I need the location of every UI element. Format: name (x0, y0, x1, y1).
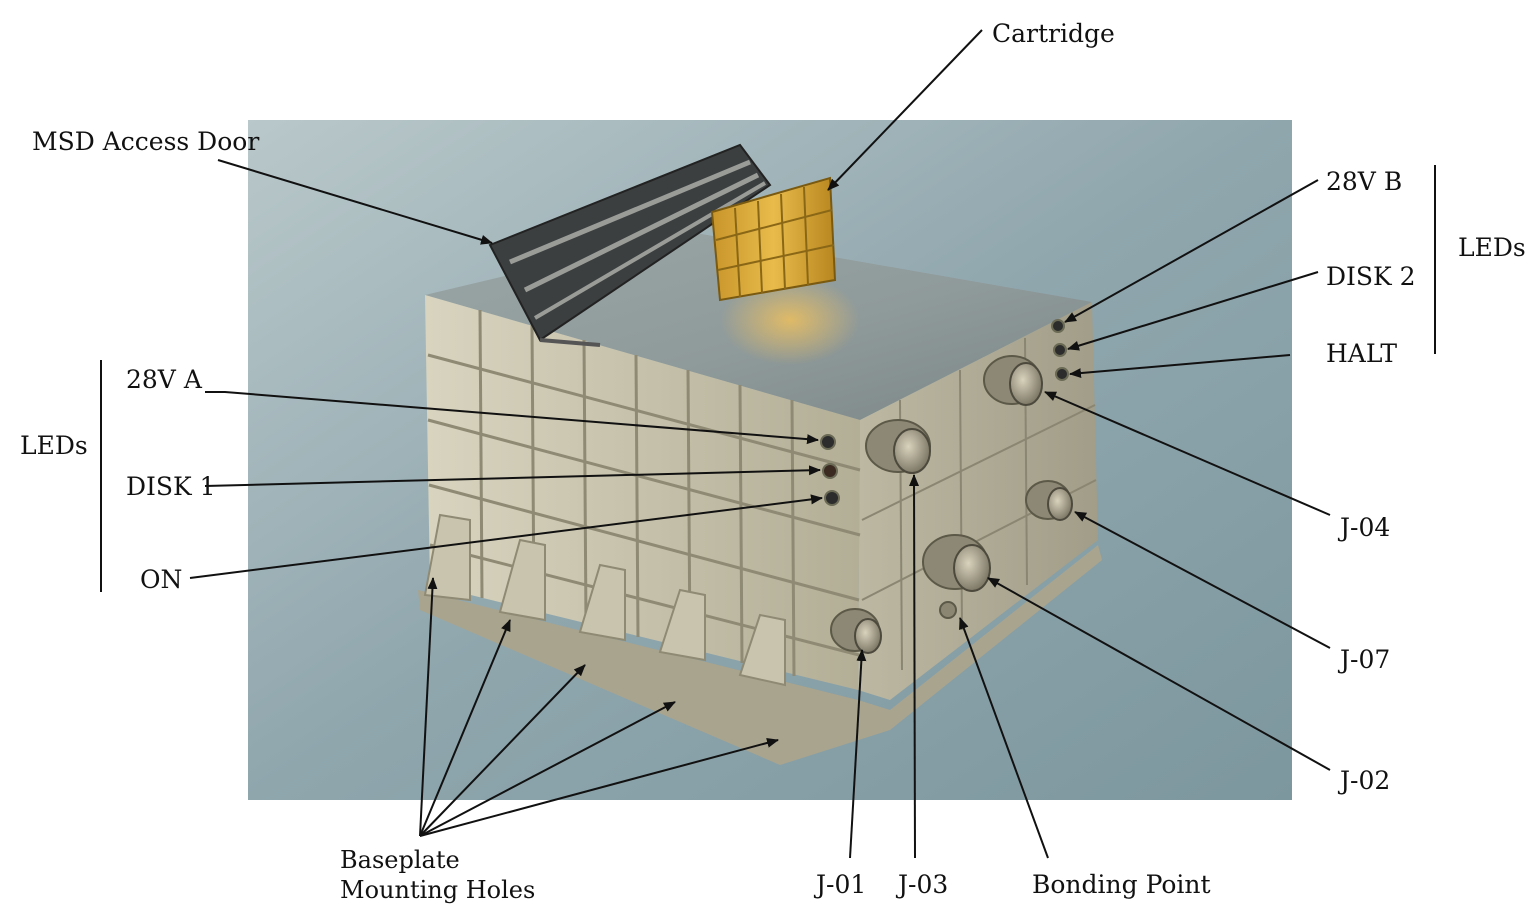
led-28v-b-shape (1051, 319, 1065, 333)
label-leds-left: LEDs (20, 431, 88, 460)
label-bonding-point: Bonding Point (1032, 870, 1211, 899)
label-j01: J-01 (813, 870, 866, 899)
led-disk-1-shape (822, 463, 838, 479)
baseplate-flange (418, 545, 1102, 765)
msd-housing (418, 143, 1102, 765)
label-j04: J-04 (1337, 513, 1390, 542)
connector-j07-shape (1025, 480, 1073, 521)
leds-left-cluster (820, 434, 840, 506)
label-j03: J-03 (895, 870, 948, 899)
led-28v-a-shape (820, 434, 836, 450)
label-msd-access-door: MSD Access Door (32, 127, 259, 156)
msd-access-door-shape (488, 143, 772, 347)
label-led-on: ON (140, 565, 182, 594)
label-baseplate-line2: Mounting Holes (340, 876, 535, 904)
label-j02: J-02 (1337, 766, 1390, 795)
base-gussets (423, 513, 786, 687)
label-led-disk-2: DISK 2 (1326, 262, 1416, 291)
leader-lines (189, 29, 1331, 859)
connector-j04-shape (983, 355, 1043, 406)
connector-j03-shape (865, 419, 931, 474)
label-j07: J-07 (1337, 645, 1390, 674)
led-disk-2-shape (1053, 343, 1067, 357)
label-led-halt: HALT (1326, 339, 1397, 368)
label-cartridge: Cartridge (992, 19, 1115, 48)
led-halt-shape (1055, 367, 1069, 381)
label-led-28v-b: 28V B (1326, 167, 1402, 196)
connector-j01-shape (830, 608, 882, 654)
housing-right-face (858, 302, 1098, 700)
label-led-28v-a: 28V A (126, 365, 203, 394)
cartridge-glow (720, 275, 860, 365)
left-face-ribs (427, 309, 861, 677)
label-baseplate-line1: Baseplate (340, 846, 460, 874)
connector-j02-shape (922, 534, 991, 592)
led-on-shape (824, 490, 840, 506)
bonding-point-shape (939, 601, 957, 619)
cartridge-shape (710, 176, 837, 302)
label-leds-right: LEDs (1458, 233, 1526, 262)
label-led-disk-1: DISK 1 (126, 472, 216, 501)
leds-right-cluster (1051, 319, 1069, 381)
